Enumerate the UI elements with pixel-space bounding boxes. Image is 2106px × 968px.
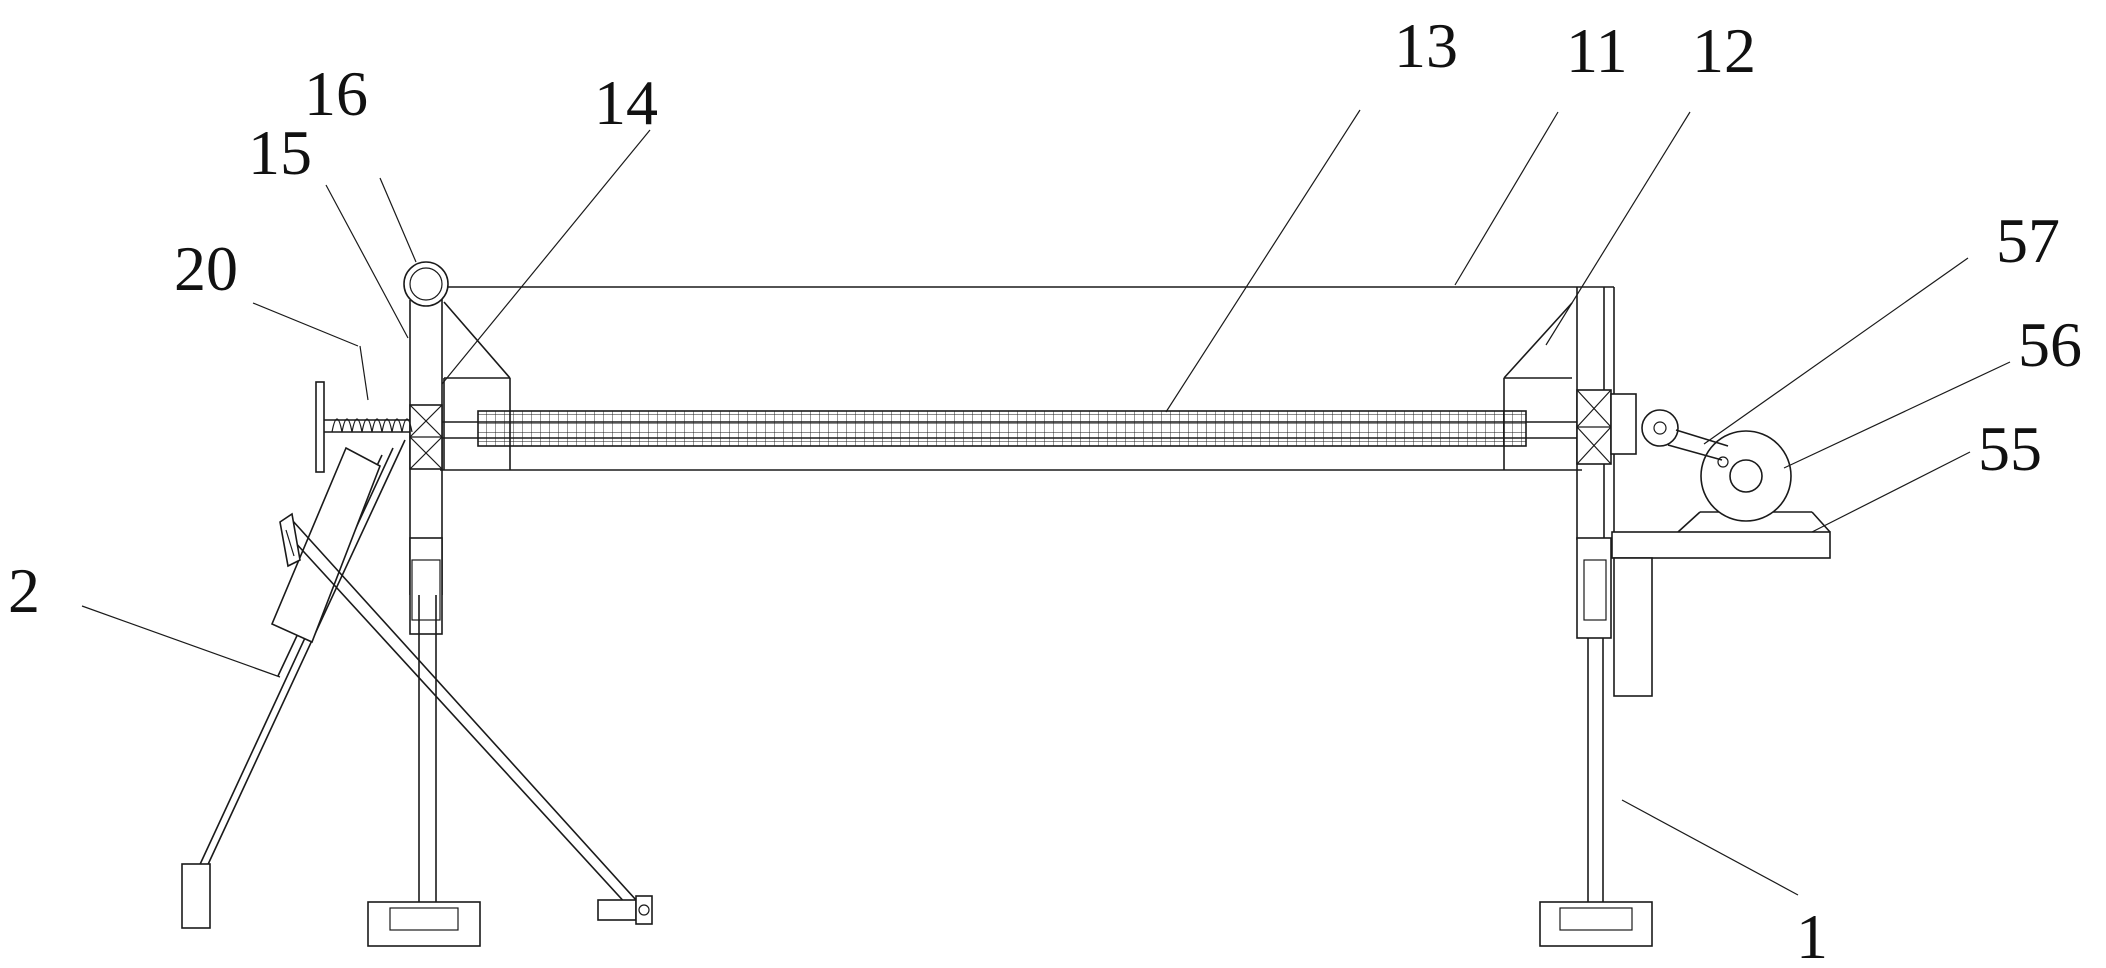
label-13: 13 xyxy=(1394,10,1458,81)
label-12: 12 xyxy=(1692,15,1756,86)
inclined-chute xyxy=(181,439,406,929)
label-56: 56 xyxy=(2018,309,2082,380)
label-2: 2 xyxy=(8,555,40,626)
motor xyxy=(1700,430,1792,522)
label-15: 15 xyxy=(248,117,312,188)
spring-assembly xyxy=(315,381,413,473)
pivot-ring xyxy=(403,261,449,307)
label-55: 55 xyxy=(1978,413,2042,484)
crank-link xyxy=(1641,409,1729,461)
hopper-box xyxy=(270,446,382,644)
tie-rod xyxy=(279,512,637,907)
label-1: 1 xyxy=(1796,901,1828,968)
top-frame xyxy=(428,286,1614,471)
right-post xyxy=(1539,287,1653,947)
left-post xyxy=(367,290,481,947)
label-57: 57 xyxy=(1996,205,2060,276)
label-11: 11 xyxy=(1566,15,1628,86)
tie-rod-end xyxy=(597,895,653,925)
left-bearing xyxy=(409,404,443,470)
mesh-roller xyxy=(477,410,1527,447)
label-20: 20 xyxy=(174,233,238,304)
motor-support-plate xyxy=(1611,511,1831,697)
right-bearing xyxy=(1576,389,1637,465)
label-16: 16 xyxy=(304,58,368,129)
leader-lines xyxy=(81,109,2011,896)
label-14: 14 xyxy=(594,67,658,138)
